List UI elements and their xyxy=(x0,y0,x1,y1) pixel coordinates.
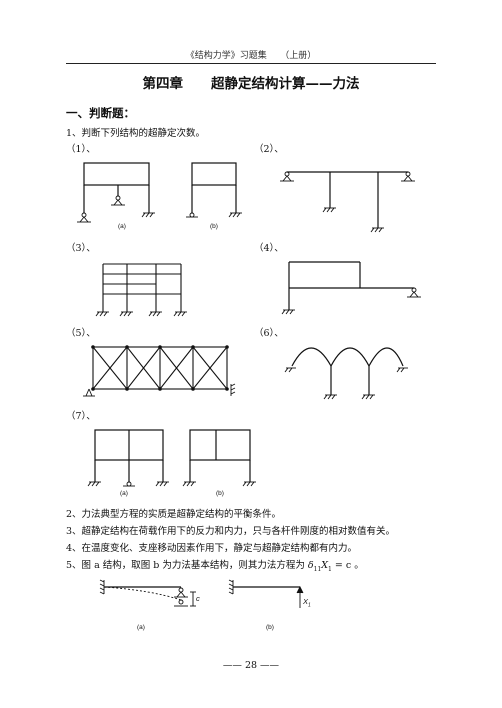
question-5: 5、图 a 结构，取图 b 为力法基本结构，则其力法方程为 δ11X1 = c … xyxy=(66,557,364,573)
question-3: 3、超静定结构在荷载作用下的反力和内力，只与各杆件刚度的相对数值有关。 xyxy=(66,526,396,537)
chapter-title: 第四章 超静定结构计算——力法 xyxy=(0,72,502,92)
page-number: —— 28 —— xyxy=(222,660,280,671)
fig5-X-label: X1 xyxy=(303,597,311,609)
fig5-X-sub: 1 xyxy=(308,602,311,609)
label-7: （7）、 xyxy=(66,411,96,422)
question-4: 4、在温度变化、支座移动因素作用下，静定与超静定结构都有内力。 xyxy=(66,543,358,554)
fig5-X: X xyxy=(303,597,309,606)
fig5a-label: (a) xyxy=(137,624,145,631)
eq-X-sub: 1 xyxy=(328,565,332,573)
label-4: （4）、 xyxy=(254,243,284,254)
question-5-text: 5、图 a 结构，取图 b 为力法基本结构，则其力法方程为 xyxy=(66,560,305,571)
eq-X: X xyxy=(321,560,329,571)
eq-rest: = c 。 xyxy=(331,560,364,571)
label-1: （1）、 xyxy=(66,144,96,155)
fig7b-label: (b) xyxy=(216,490,224,497)
chapter-name: 超静定结构计算——力法 xyxy=(211,76,360,92)
label-2: （2）、 xyxy=(254,144,284,155)
question-1: 1、判断下列结构的超静定次数。 xyxy=(66,128,206,139)
running-header: 《结构力学》习题集 （上册） xyxy=(185,51,317,61)
question-2: 2、力法典型方程的实质是超静定结构的平衡条件。 xyxy=(66,509,282,520)
label-6: （6）、 xyxy=(254,328,284,339)
fig1b-label: (b) xyxy=(210,223,218,230)
fig5-c-label: c xyxy=(196,594,200,603)
section-heading: 一、判断题： xyxy=(66,106,135,120)
eq-delta: δ xyxy=(307,560,314,571)
fig7a-label: (a) xyxy=(120,490,128,497)
label-3: （3）、 xyxy=(66,243,96,254)
fig5b-label: (b) xyxy=(266,624,274,631)
eq-delta-sub: 11 xyxy=(313,565,322,573)
fig1a-label: (a) xyxy=(118,223,126,230)
header-rule xyxy=(66,63,436,64)
chapter-number: 第四章 xyxy=(142,76,184,92)
label-5: （5）、 xyxy=(66,328,96,339)
